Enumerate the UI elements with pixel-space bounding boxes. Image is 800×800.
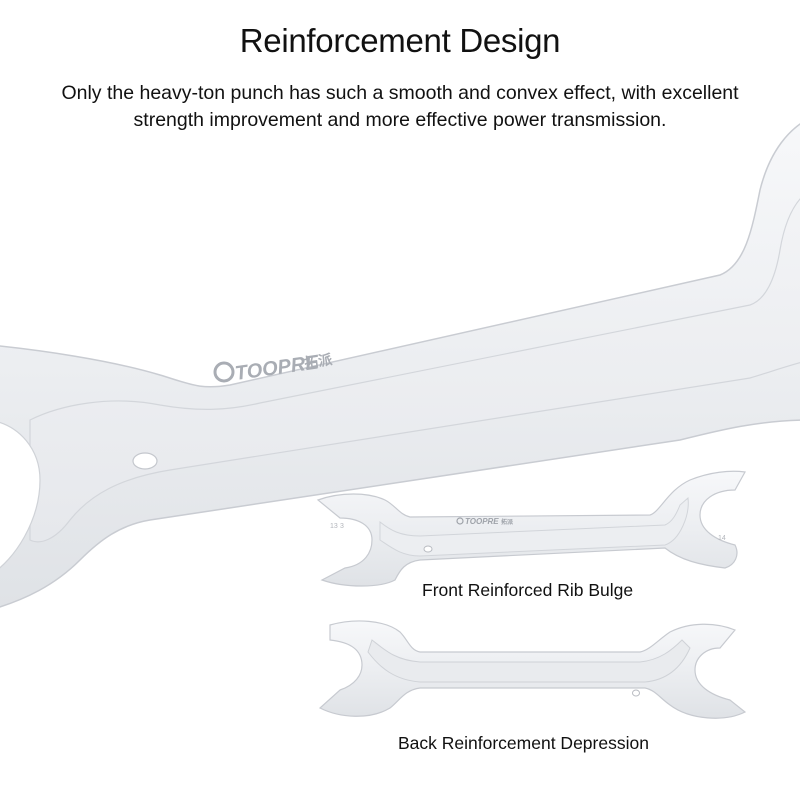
front-wrench-logo-text: TOOPRE [465,517,499,526]
page-subtitle: Only the heavy-ton punch has such a smoo… [61,82,739,131]
front-wrench-image: 13 3 14 TOOPRE 拓派 [316,470,746,587]
front-rib-caption: Front Reinforced Rib Bulge [422,580,634,600]
front-wrench-logo: TOOPRE 拓派 [456,517,514,526]
svg-text:14: 14 [718,535,726,542]
svg-text:13: 13 [330,523,338,530]
svg-text:3: 3 [340,523,344,530]
back-depression-caption: Back Reinforcement Depression [398,733,649,753]
front-wrench-logo-cn: 拓派 [501,518,514,526]
page-title: Reinforcement Design [239,22,561,59]
back-wrench-image [318,620,747,719]
brand-logo-cn: 拓派 [303,351,334,372]
large-wrench-image: TOOPRE 拓派 [0,123,800,608]
